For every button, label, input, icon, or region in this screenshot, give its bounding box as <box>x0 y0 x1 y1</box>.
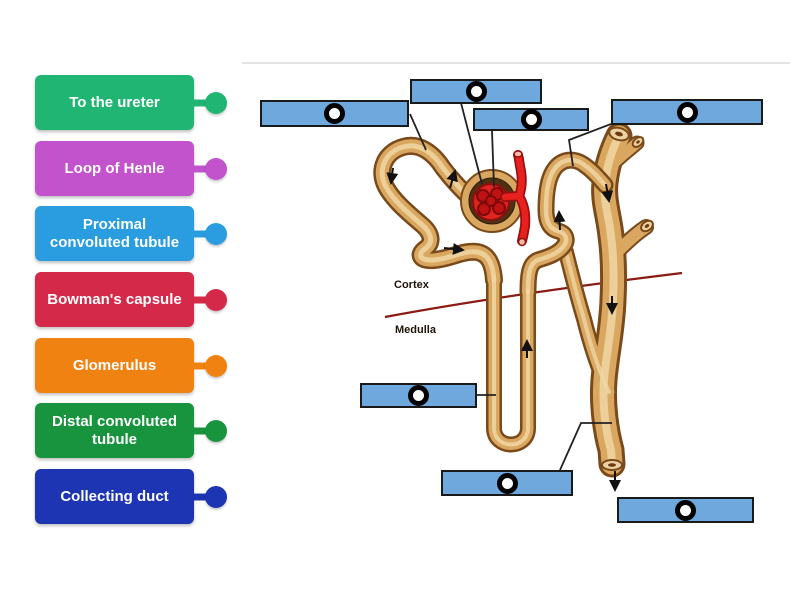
drop-zone-5[interactable] <box>360 383 477 408</box>
label-text: Proximal convoluted tubule <box>49 215 180 251</box>
label-tile-proximal-convoluted-tubule[interactable]: Proximal convoluted tubule <box>35 206 227 261</box>
tile-connector-stem <box>193 362 207 369</box>
tile-knob <box>205 288 227 311</box>
arteriole-vessels <box>500 150 531 247</box>
label-text: Glomerulus <box>72 356 157 374</box>
tile-knob <box>205 419 227 442</box>
bowmans-capsule-shape <box>460 169 524 233</box>
label-text: Collecting duct <box>60 487 169 505</box>
tile-knob <box>205 222 227 245</box>
label-tile-loop-of-henle[interactable]: Loop of Henle <box>35 141 227 196</box>
drop-zone-4[interactable] <box>611 99 763 125</box>
drop-target-ring-icon <box>496 472 518 494</box>
tile-connector-stem <box>193 165 207 172</box>
label-tile-glomerulus[interactable]: Glomerulus <box>35 338 227 393</box>
tile-knob <box>205 91 227 114</box>
drop-zone-6[interactable] <box>441 470 573 496</box>
drop-target-ring-icon <box>324 103 345 124</box>
drop-target-ring-icon <box>408 385 429 406</box>
tile-connector-stem <box>193 493 207 500</box>
cut-tube-openings <box>601 126 654 471</box>
tile-knob <box>205 485 227 508</box>
drop-zone-7[interactable] <box>617 497 754 523</box>
tile-connector-stem <box>193 296 207 303</box>
drop-target-ring-icon <box>676 101 698 123</box>
cortex-medulla-boundary <box>384 271 683 319</box>
tile-knob <box>205 354 227 377</box>
label-tile-bowmans-capsule[interactable]: Bowman's capsule <box>35 272 227 327</box>
label-tile-distal-convoluted-tubule[interactable]: Distal convoluted tubule <box>35 403 227 458</box>
label-tile-collecting-duct[interactable]: Collecting duct <box>35 469 227 524</box>
drop-target-ring-icon <box>675 499 696 521</box>
drop-zone-2[interactable] <box>410 79 542 104</box>
drop-zone-1[interactable] <box>260 100 409 127</box>
tile-knob <box>205 157 227 180</box>
drop-zone-3[interactable] <box>473 108 589 131</box>
label-text: Loop of Henle <box>64 159 165 177</box>
label-text: To the ureter <box>69 93 160 111</box>
label-text: Distal convoluted tubule <box>51 412 178 448</box>
medulla-label: Medulla <box>395 324 437 336</box>
tile-connector-stem <box>193 99 207 106</box>
drop-target-ring-icon <box>520 109 542 130</box>
drop-target-ring-icon <box>465 81 487 102</box>
tile-connector-stem <box>193 230 207 237</box>
cortex-label: Cortex <box>394 279 430 291</box>
flow-arrows <box>386 167 621 492</box>
label-text: Bowman's capsule <box>47 290 182 308</box>
tile-connector-stem <box>193 427 207 434</box>
zone-connector-lines <box>409 102 612 471</box>
label-tile-to-the-ureter[interactable]: To the ureter <box>35 75 227 130</box>
